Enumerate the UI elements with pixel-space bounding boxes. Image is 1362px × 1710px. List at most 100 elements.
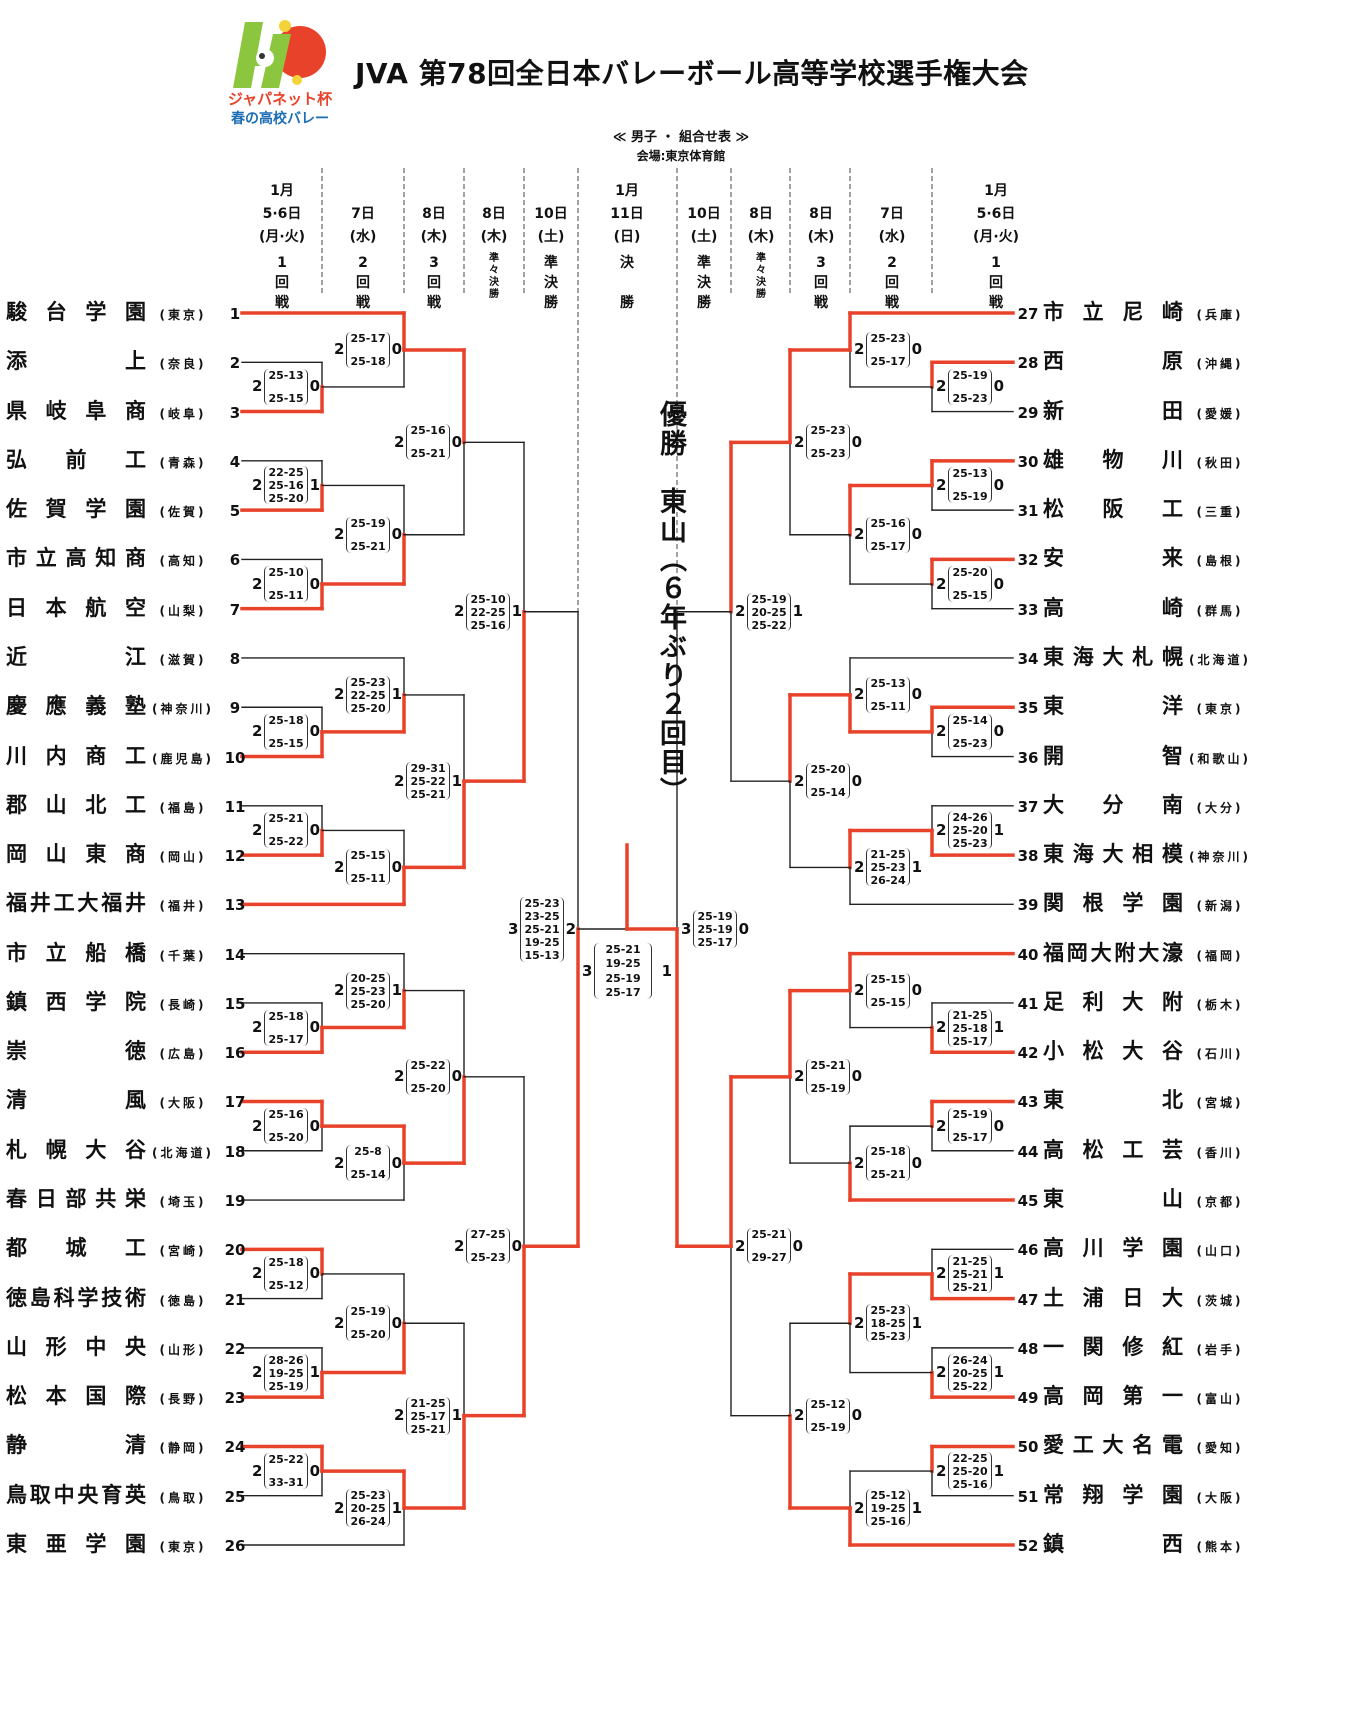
team-name: 土浦日大 [1043, 1285, 1183, 1310]
sets-won: 2 [854, 525, 865, 544]
set-score: 25-20 [952, 824, 988, 838]
sets-won: 2 [394, 1067, 405, 1086]
team-number: 52 [1017, 1537, 1039, 1555]
column-round: 決 勝 [620, 255, 634, 311]
sets-lost: 1 [391, 685, 403, 704]
sets-won: 3 [582, 961, 593, 980]
sets-lost: 0 [309, 377, 321, 396]
set-score: 25-19 [952, 490, 988, 504]
team-entry: 静清(静岡)24 [6, 1432, 250, 1458]
set-score: 25-12 [810, 1397, 846, 1411]
sets-lost: 1 [661, 961, 673, 980]
set-score: 25-15 [268, 736, 304, 750]
column-dow: (木) [747, 229, 775, 245]
team-prefecture: (佐賀) [159, 505, 207, 520]
set-score: 25-19 [697, 923, 733, 936]
sets-won: 2 [794, 1067, 805, 1086]
set-score: 25-15 [350, 849, 386, 863]
set-score: 26-24 [870, 874, 906, 888]
sets-lost: 1 [911, 1313, 923, 1332]
set-score: 23-25 [524, 909, 560, 923]
team-prefecture: (和歌山) [1189, 751, 1251, 766]
set-score: 25-21 [870, 1168, 906, 1182]
sets-won: 2 [394, 771, 405, 790]
column-date: 10日 [534, 206, 568, 222]
team-number: 35 [1017, 699, 1039, 718]
sets-won: 2 [334, 340, 345, 359]
sets-won: 2 [854, 1313, 865, 1332]
set-score: 25-21 [605, 943, 641, 956]
team-number: 43 [1017, 1093, 1039, 1112]
team-number: 46 [1017, 1241, 1039, 1260]
team-entry: 佐賀学園(佐賀)5 [6, 496, 250, 522]
column-round: 準決勝 [544, 255, 558, 311]
set-score: 22-25 [952, 1452, 988, 1466]
team-number: 27 [1017, 305, 1039, 323]
team-entry: 鳥取中央育英(鳥取)25 [6, 1482, 250, 1508]
set-score: 19-25 [870, 1502, 906, 1516]
team-number: 2 [229, 354, 241, 373]
sets-lost: 0 [911, 1153, 923, 1172]
team-number: 44 [1017, 1142, 1039, 1161]
team-number: 34 [1017, 649, 1039, 668]
team-name: 西原 [1043, 349, 1183, 374]
set-score: 28-26 [268, 1353, 304, 1367]
set-score: 25-20 [350, 997, 386, 1011]
team-prefecture: (宮城) [1196, 1096, 1244, 1111]
set-score: 26-24 [952, 1353, 988, 1367]
team-prefecture: (新潟) [1196, 899, 1244, 914]
team-number: 49 [1017, 1389, 1039, 1408]
set-score: 25-12 [268, 1278, 304, 1292]
set-score: 25-17 [410, 1409, 446, 1423]
sets-lost: 0 [851, 432, 863, 451]
set-score: 20-25 [350, 1502, 386, 1516]
team-prefecture: (富山) [1196, 1392, 1244, 1407]
set-score: 25-16 [870, 516, 906, 530]
sets-lost: 0 [391, 340, 403, 359]
team-prefecture: (香川) [1196, 1145, 1244, 1160]
set-score: 25-19 [605, 971, 641, 985]
team-number: 38 [1017, 847, 1039, 866]
set-score: 25-16 [410, 424, 446, 438]
team-prefecture: (徳島) [159, 1293, 207, 1308]
sets-won: 2 [334, 1498, 345, 1517]
team-name: 山形中央 [6, 1334, 146, 1359]
team-prefecture: (福井) [159, 899, 207, 914]
team-entry: 清風(大阪)17 [6, 1087, 250, 1113]
sets-lost: 0 [993, 377, 1005, 396]
sets-lost: 0 [309, 1264, 321, 1283]
